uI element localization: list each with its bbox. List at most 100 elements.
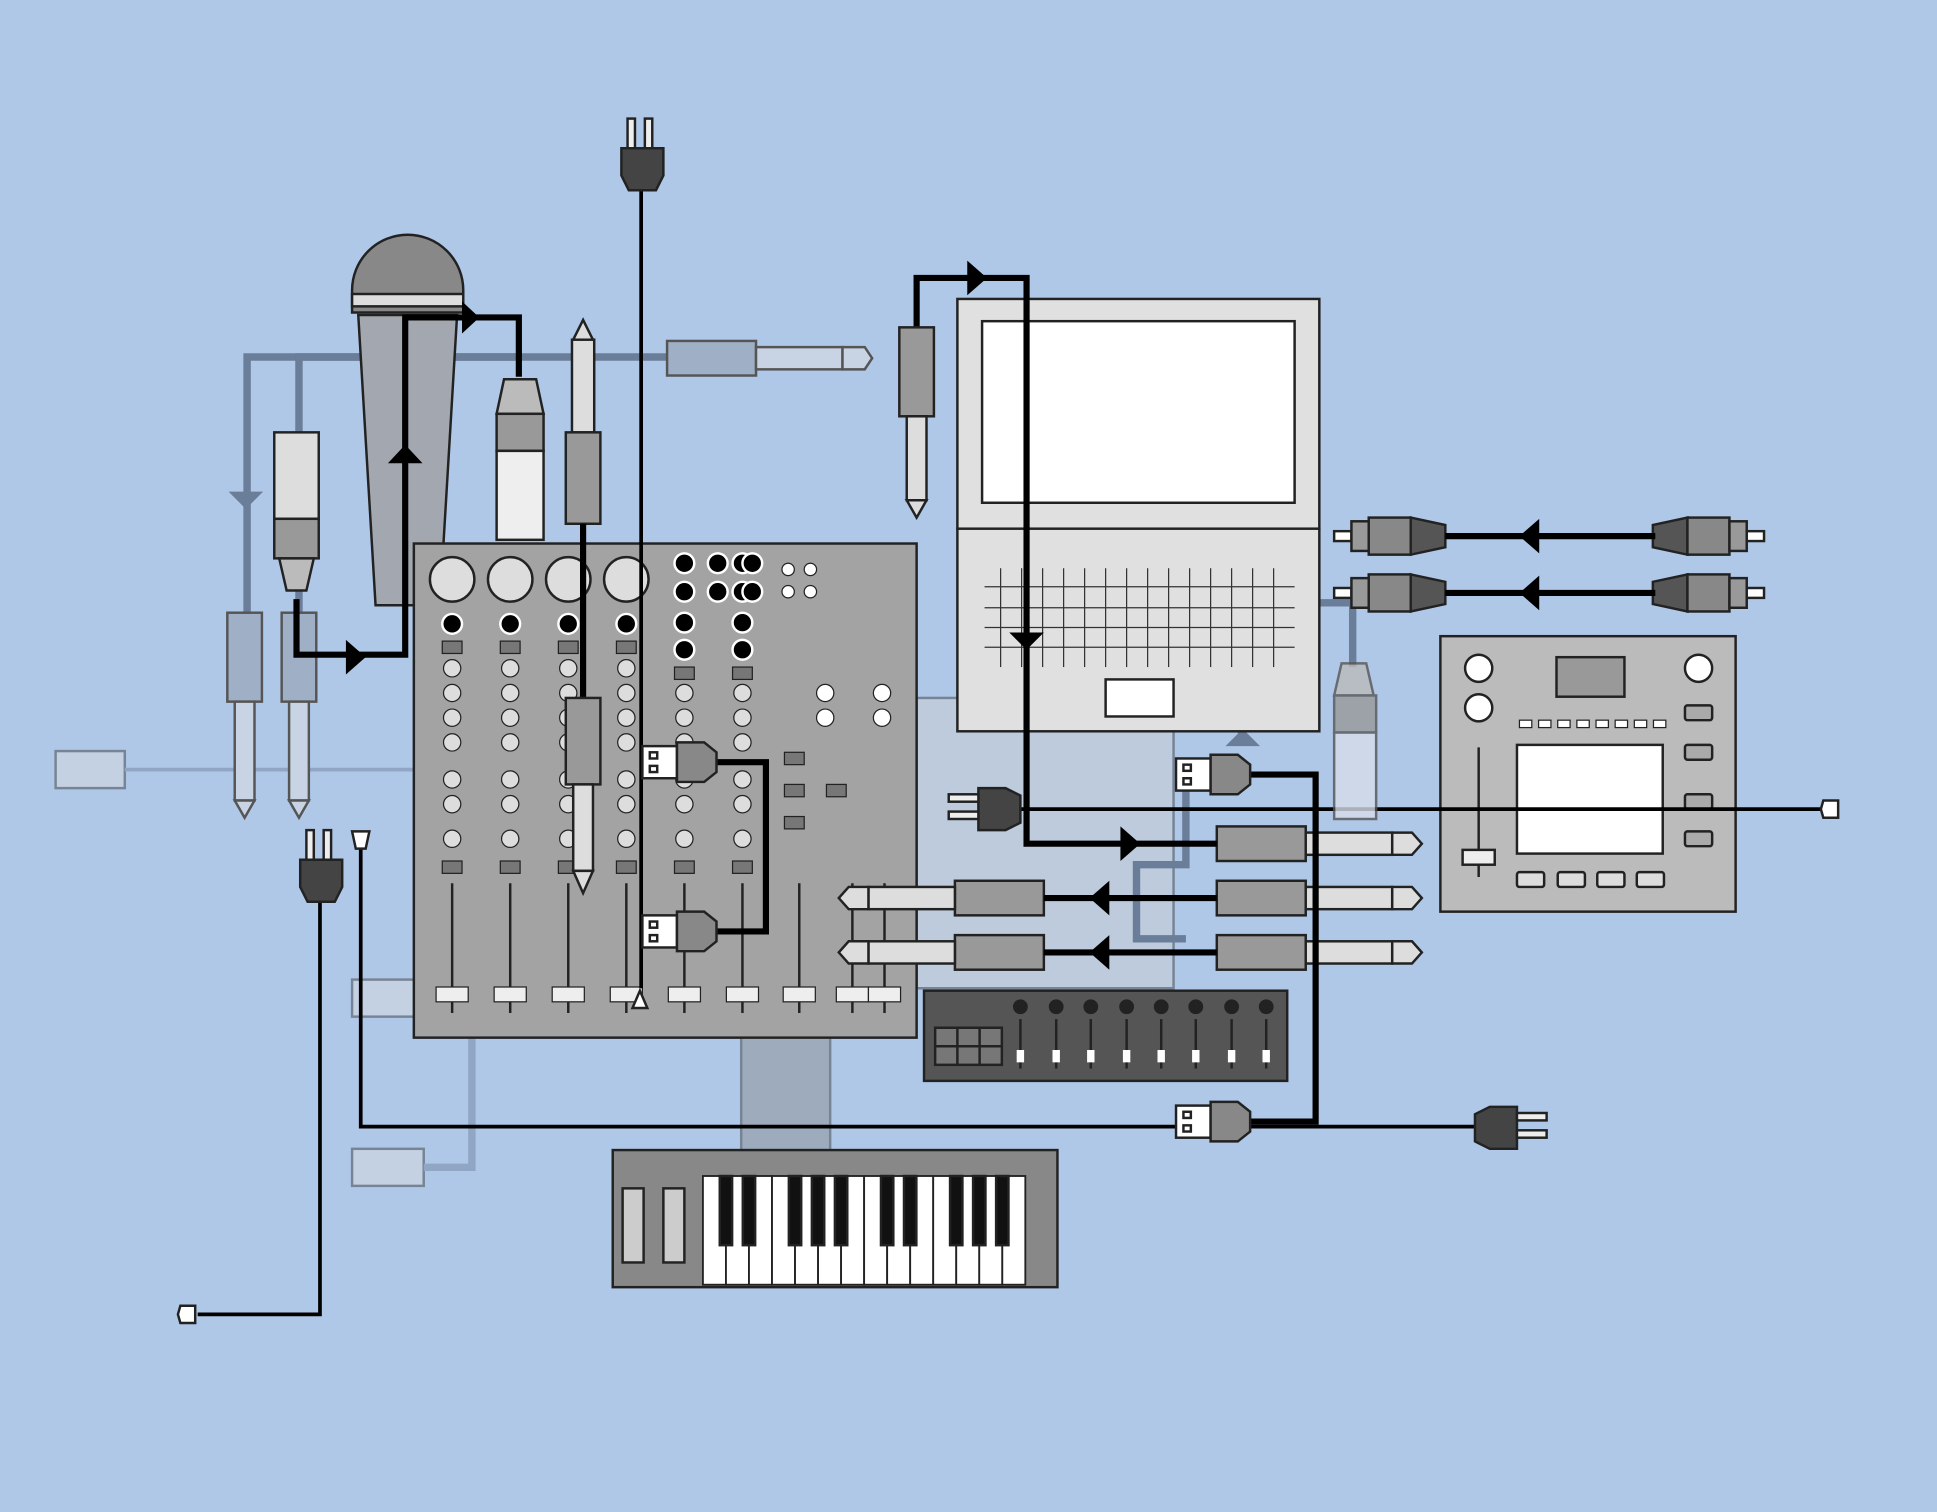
button[interactable] <box>615 860 637 874</box>
knob-icon[interactable] <box>500 829 520 849</box>
step-button[interactable] <box>1595 719 1609 729</box>
black-key[interactable] <box>810 1174 826 1247</box>
knob-icon[interactable] <box>733 708 752 727</box>
black-key[interactable] <box>948 1174 964 1247</box>
black-key[interactable] <box>741 1174 757 1247</box>
fader-handle[interactable] <box>782 986 816 1003</box>
xlr-input-icon[interactable] <box>428 555 476 603</box>
pad-bank-button[interactable] <box>1556 870 1587 889</box>
knob-icon[interactable] <box>442 770 462 789</box>
sampler-pad-area[interactable] <box>1515 743 1664 855</box>
side-button[interactable] <box>1683 743 1714 761</box>
pad-bank-button[interactable] <box>1596 870 1626 889</box>
knob-icon[interactable] <box>442 708 462 727</box>
step-button[interactable] <box>1518 719 1533 729</box>
knob-icon[interactable] <box>1463 693 1494 723</box>
knob-icon[interactable] <box>442 794 462 814</box>
jack-input-icon[interactable] <box>615 612 638 635</box>
fader-handle[interactable] <box>725 986 760 1003</box>
black-key[interactable] <box>994 1174 1010 1247</box>
knob-icon[interactable] <box>675 829 694 849</box>
jack-input-icon[interactable] <box>673 580 696 603</box>
rca-input-icon[interactable] <box>803 562 818 577</box>
button[interactable] <box>557 640 579 655</box>
jack-input-icon[interactable] <box>557 612 580 635</box>
button[interactable] <box>673 666 695 681</box>
knob-icon[interactable] <box>617 794 636 814</box>
fader-handle[interactable] <box>667 986 702 1003</box>
fader-handle[interactable] <box>1192 1050 1200 1063</box>
black-key[interactable] <box>902 1174 918 1247</box>
fader-handle[interactable] <box>867 986 902 1003</box>
jack-input-icon[interactable] <box>441 612 464 635</box>
jack-input-icon[interactable] <box>673 552 696 575</box>
knob-icon[interactable] <box>733 794 752 814</box>
step-button[interactable] <box>1652 719 1667 729</box>
knob-icon[interactable] <box>442 659 462 678</box>
knob-icon[interactable] <box>1048 999 1064 1015</box>
black-key[interactable] <box>833 1174 849 1247</box>
knob-icon[interactable] <box>1119 999 1135 1015</box>
knob-icon[interactable] <box>1012 999 1028 1015</box>
knob-icon[interactable] <box>1083 999 1099 1015</box>
knob-icon[interactable] <box>815 683 835 703</box>
fader-handle[interactable] <box>435 986 469 1003</box>
knob-icon[interactable] <box>617 733 636 752</box>
step-button[interactable] <box>1576 719 1590 729</box>
xlr-input-icon[interactable] <box>602 555 650 603</box>
knob-icon[interactable] <box>500 794 520 814</box>
button[interactable] <box>441 860 463 874</box>
knob-icon[interactable] <box>500 683 520 703</box>
fader-handle[interactable] <box>1227 1050 1236 1063</box>
step-button[interactable] <box>1614 719 1629 729</box>
knob-icon[interactable] <box>733 829 752 849</box>
button[interactable] <box>783 783 805 798</box>
jack-input-icon[interactable] <box>673 611 696 634</box>
knob-icon[interactable] <box>675 683 694 703</box>
step-button[interactable] <box>1557 719 1571 729</box>
knob-icon[interactable] <box>1258 999 1274 1015</box>
knob-icon[interactable] <box>442 683 462 703</box>
knob-icon[interactable] <box>442 829 462 849</box>
rca-input-icon[interactable] <box>781 584 795 599</box>
black-key[interactable] <box>971 1174 987 1247</box>
button[interactable] <box>615 640 637 655</box>
knob-icon[interactable] <box>733 683 752 703</box>
knob-icon[interactable] <box>675 794 694 814</box>
knob-icon[interactable] <box>815 708 835 727</box>
knob-icon[interactable] <box>559 659 578 678</box>
fader-handle[interactable] <box>1016 1050 1025 1063</box>
fader-handle[interactable] <box>551 986 585 1003</box>
jack-input-icon[interactable] <box>706 580 729 603</box>
jack-input-icon[interactable] <box>741 580 764 603</box>
button[interactable] <box>499 860 521 874</box>
side-button[interactable] <box>1683 793 1714 811</box>
button[interactable] <box>825 783 847 798</box>
knob-icon[interactable] <box>1188 999 1204 1015</box>
xlr-input-icon[interactable] <box>544 555 592 603</box>
button[interactable] <box>731 666 753 681</box>
fader-handle[interactable] <box>1461 848 1496 866</box>
knob-icon[interactable] <box>442 733 462 752</box>
button[interactable] <box>499 640 521 655</box>
fader-handle[interactable] <box>493 986 527 1003</box>
knob-icon[interactable] <box>617 829 636 849</box>
pad-bank-button[interactable] <box>1515 870 1546 889</box>
side-button[interactable] <box>1683 704 1714 722</box>
fader-handle[interactable] <box>835 986 870 1003</box>
knob-icon[interactable] <box>675 708 694 727</box>
jack-input-icon[interactable] <box>731 611 754 634</box>
pad-bank-button[interactable] <box>1635 870 1666 889</box>
knob-icon[interactable] <box>617 770 636 789</box>
knob-icon[interactable] <box>733 733 752 752</box>
fader-handle[interactable] <box>1157 1050 1165 1063</box>
step-button[interactable] <box>1633 719 1648 729</box>
fader-handle[interactable] <box>1262 1050 1270 1063</box>
fader-handle[interactable] <box>1052 1050 1060 1063</box>
knob-icon[interactable] <box>1683 653 1714 684</box>
knob-icon[interactable] <box>1224 999 1240 1015</box>
button[interactable] <box>731 860 753 874</box>
knob-icon[interactable] <box>500 770 520 789</box>
knob-icon[interactable] <box>500 659 520 678</box>
button[interactable] <box>441 640 463 655</box>
